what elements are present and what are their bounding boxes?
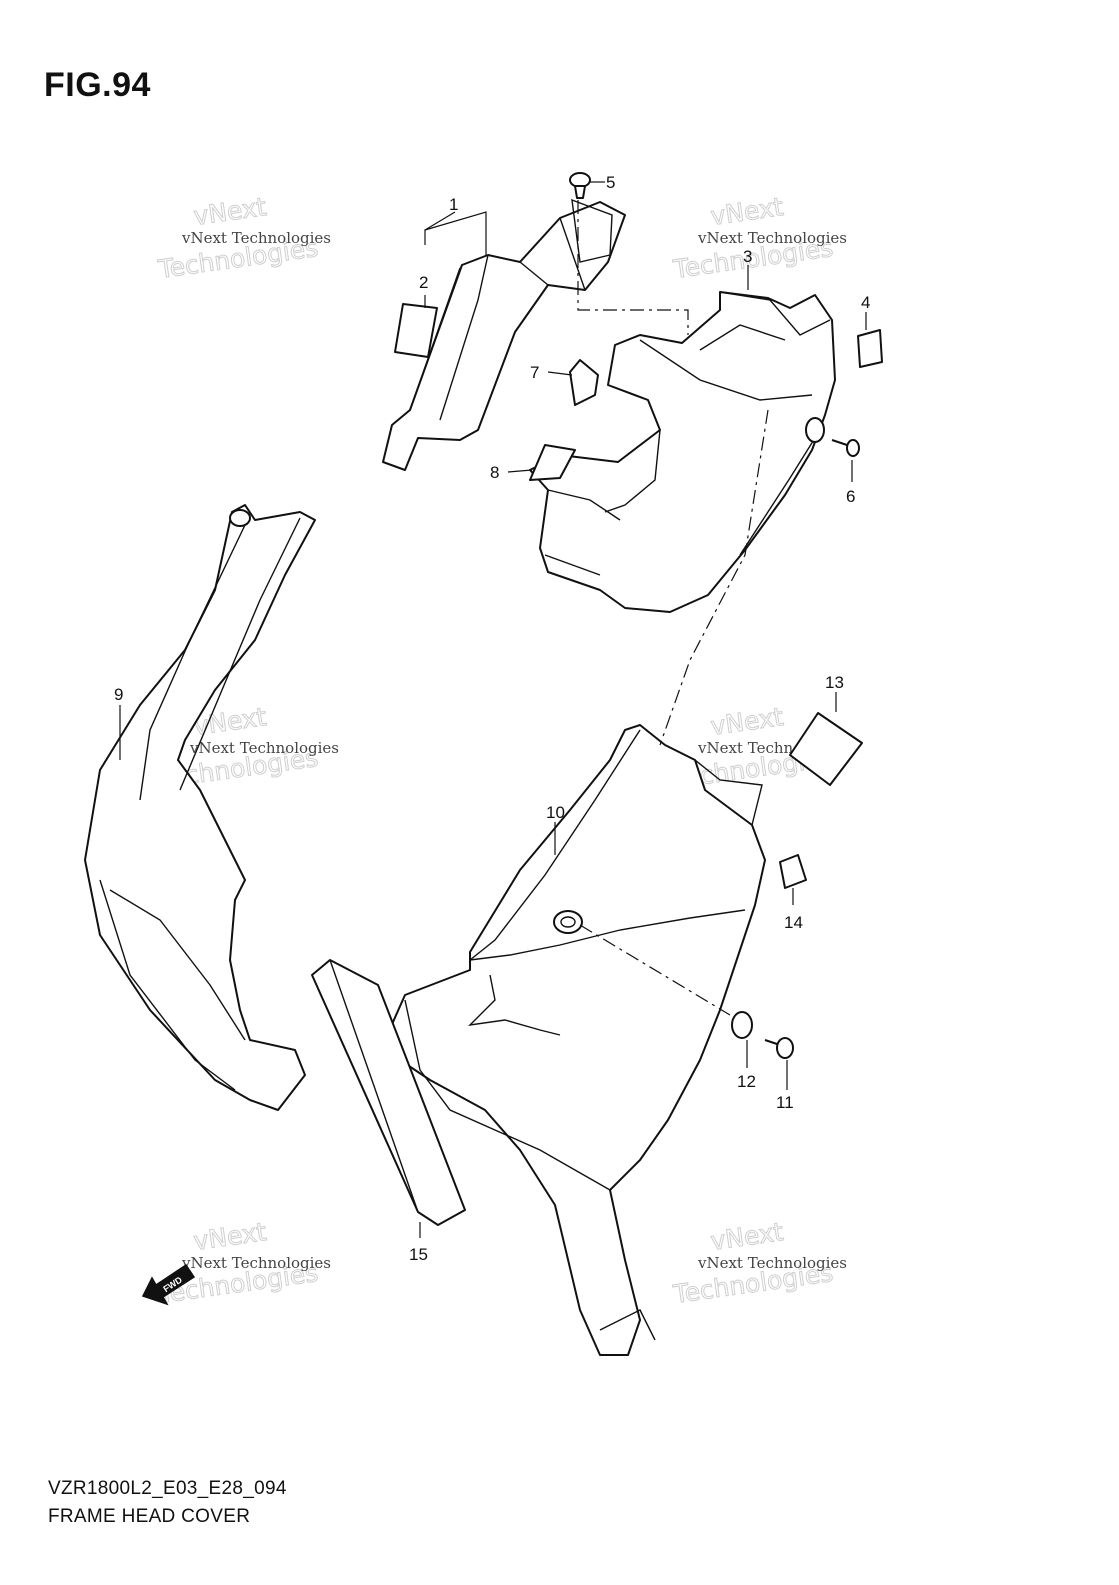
part-4-label xyxy=(857,329,883,368)
svg-text:vNext: vNext xyxy=(192,1217,269,1256)
part-15-trim xyxy=(311,959,466,1226)
assembly-line-clip xyxy=(577,200,689,335)
callout-12: 12 xyxy=(737,1072,756,1091)
callout-9: 9 xyxy=(114,685,123,704)
part-5-clip xyxy=(569,172,591,199)
watermark-top-right: vNext Technologies vNext Technologies xyxy=(670,192,847,285)
part-14-pad xyxy=(779,854,807,889)
part-10-lower-cover xyxy=(384,724,766,1356)
svg-text:vNext Technologies: vNext Technologies xyxy=(697,1254,847,1272)
svg-text:vNext Technologies: vNext Technologies xyxy=(181,1254,331,1272)
callout-8: 8 xyxy=(490,463,499,482)
callout-7: 7 xyxy=(530,363,539,382)
callout-5: 5 xyxy=(606,173,615,192)
svg-text:vNext: vNext xyxy=(709,1217,786,1256)
svg-text:vNext: vNext xyxy=(192,192,269,231)
assembly-line-grommet xyxy=(579,924,731,1016)
callout-14: 14 xyxy=(784,913,803,932)
callout-15: 15 xyxy=(409,1245,428,1264)
callout-6: 6 xyxy=(846,487,855,506)
diagram-caption: FRAME HEAD COVER xyxy=(48,1506,251,1527)
callout-2: 2 xyxy=(419,273,428,292)
model-code: VZR1800L2_E03_E28_094 xyxy=(48,1478,287,1499)
part-3-upper-head-cover xyxy=(529,291,836,613)
svg-text:vNext: vNext xyxy=(709,192,786,231)
part-13-pad xyxy=(789,712,863,786)
figure-title: FIG.94 xyxy=(44,66,151,104)
part-1-bracket xyxy=(382,198,626,471)
part-2-label xyxy=(394,303,438,358)
part-7-pad xyxy=(569,359,599,406)
watermark-bottom-left: vNext Technologies vNext Technologies xyxy=(155,1217,331,1310)
svg-text:vNext Technologies: vNext Technologies xyxy=(189,739,339,757)
assembly-line-upper-lower xyxy=(659,409,769,746)
callout-3: 3 xyxy=(743,247,752,266)
callout-13: 13 xyxy=(825,673,844,692)
watermark-bottom-right: vNext Technologies vNext Technologies xyxy=(670,1217,847,1310)
leader-lines xyxy=(119,181,867,1238)
callout-4: 4 xyxy=(861,293,870,312)
callout-10: 10 xyxy=(546,803,565,822)
watermark-top-left: vNext Technologies vNext Technologies xyxy=(155,192,331,285)
part-8-pad xyxy=(529,444,576,481)
callout-1: 1 xyxy=(449,195,458,214)
svg-text:vNext Technologies: vNext Technologies xyxy=(181,229,331,247)
svg-text:vNext Technologies: vNext Technologies xyxy=(697,229,847,247)
part-11-screw xyxy=(764,1037,794,1059)
part-12-grommet xyxy=(731,1011,753,1039)
callout-11: 11 xyxy=(776,1093,794,1112)
svg-text:vNext: vNext xyxy=(709,702,786,741)
part-6-screw xyxy=(831,439,860,457)
part-9-left-cover xyxy=(84,504,316,1111)
